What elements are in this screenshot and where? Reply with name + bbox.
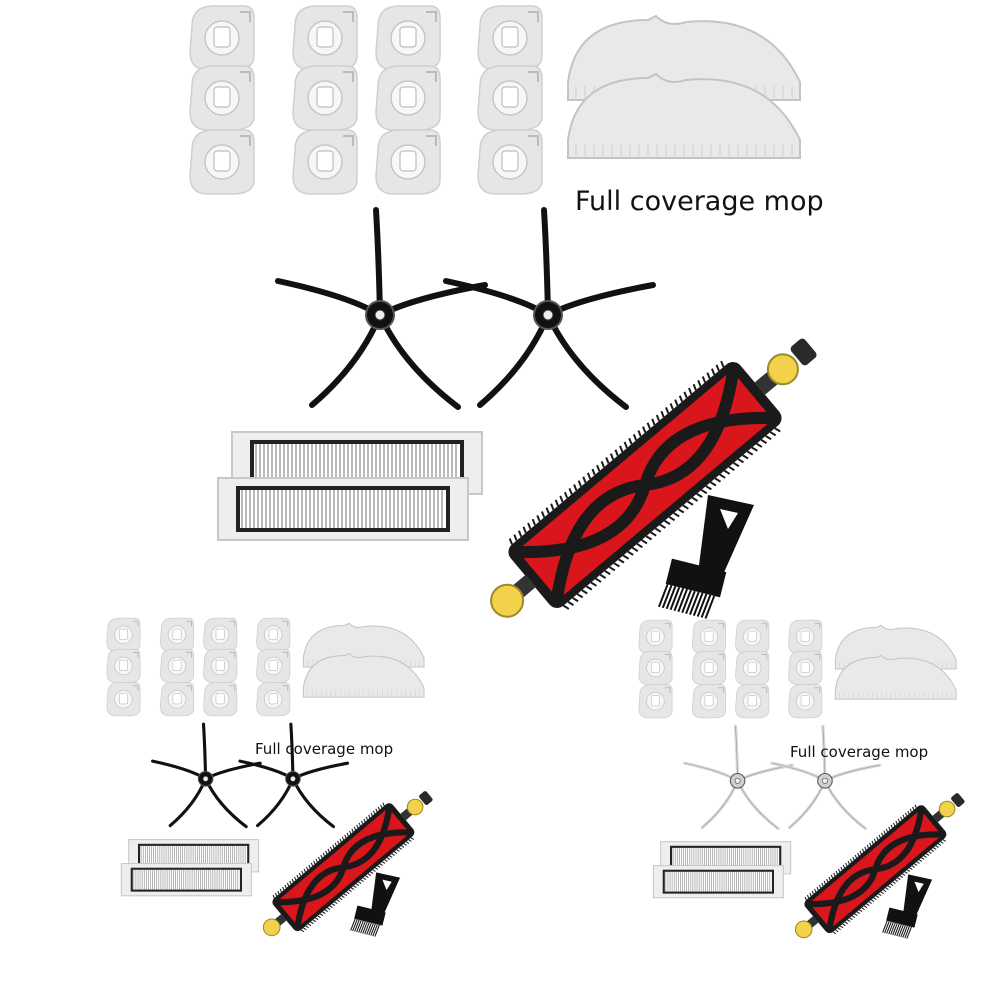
kit-panel-left	[106, 617, 433, 937]
water-filter-cap	[735, 619, 770, 654]
water-filter-cap	[477, 65, 543, 131]
water-filter-cap	[477, 5, 543, 71]
water-filter-cap	[735, 650, 770, 685]
water-filter-cap	[189, 65, 255, 131]
main-roller-brush	[794, 793, 965, 939]
water-filter-cap	[189, 129, 255, 195]
mop-pad	[834, 654, 957, 700]
side-brush	[682, 724, 794, 831]
water-filter-cap	[375, 129, 441, 195]
mop-caption-right: Full coverage mop	[790, 743, 929, 761]
water-filter-cap	[292, 129, 358, 195]
water-filter-cap	[106, 648, 141, 683]
water-filter-cap	[477, 129, 543, 195]
side-brush	[238, 722, 350, 829]
cleaning-tool	[882, 874, 933, 939]
water-filter-cap	[203, 617, 238, 652]
water-filter-cap	[256, 682, 291, 717]
main-roller-brush	[490, 338, 817, 618]
mop-caption-left: Full coverage mop	[255, 740, 394, 758]
water-filter-cap	[159, 617, 195, 652]
side-brush	[770, 724, 882, 831]
water-filter-cap	[203, 682, 238, 717]
water-filter-cap	[159, 648, 195, 683]
water-filter-cap	[691, 619, 727, 654]
hepa-filter	[652, 865, 784, 899]
water-filter-cap	[292, 65, 358, 131]
mop-pad	[302, 652, 425, 698]
water-filter-cap	[691, 684, 727, 719]
cleaning-tool	[350, 872, 401, 937]
hepa-filter	[120, 863, 252, 897]
kit-panel-main	[189, 5, 817, 619]
water-filter-cap	[375, 5, 441, 71]
water-filter-cap	[375, 65, 441, 131]
water-filter-cap	[638, 650, 673, 685]
water-filter-cap	[638, 619, 673, 654]
water-filter-cap	[735, 684, 770, 719]
water-filter-cap	[638, 684, 673, 719]
main-roller-brush	[262, 791, 433, 937]
water-filter-cap	[203, 648, 238, 683]
side-brush	[443, 207, 656, 410]
water-filter-cap	[788, 619, 823, 654]
side-brush	[275, 207, 488, 410]
water-filter-cap	[788, 684, 823, 719]
water-filter-cap	[256, 617, 291, 652]
cleaning-tool	[657, 495, 754, 619]
water-filter-cap	[691, 650, 727, 685]
water-filter-cap	[106, 617, 141, 652]
mop-caption-main: Full coverage mop	[575, 186, 824, 217]
water-filter-cap	[292, 5, 358, 71]
water-filter-cap	[106, 682, 141, 717]
water-filter-cap	[788, 650, 823, 685]
mop-pad	[567, 72, 801, 159]
kit-panel-right	[638, 619, 965, 939]
side-brush	[150, 722, 262, 829]
water-filter-cap	[189, 5, 255, 71]
water-filter-cap	[159, 682, 195, 717]
hepa-filter	[217, 477, 469, 541]
water-filter-cap	[256, 648, 291, 683]
